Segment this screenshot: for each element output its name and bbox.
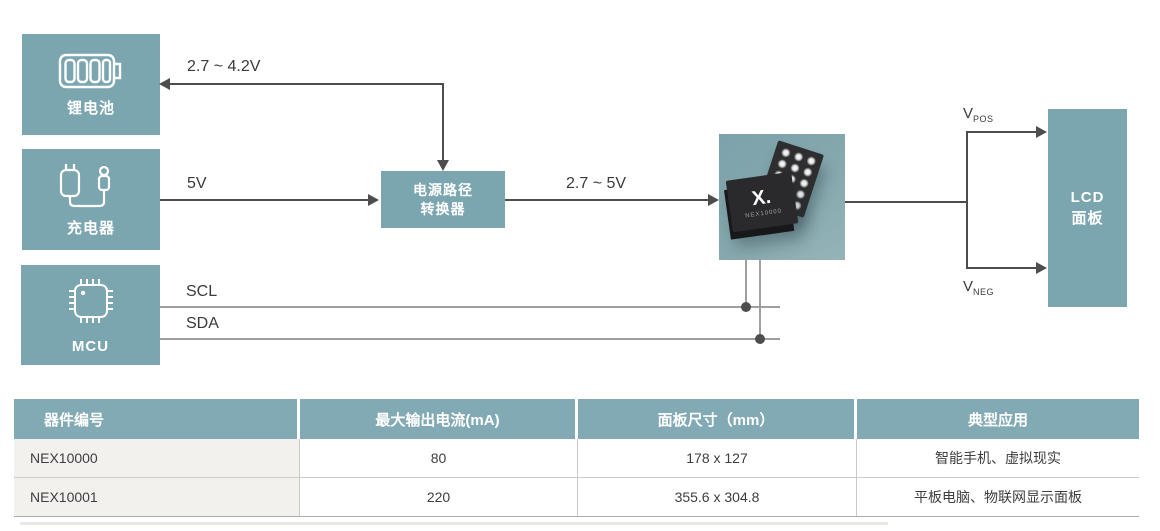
table-row: NEX10001 220 355.6 x 304.8 平板电脑、物联网显示面板 [14,478,1139,517]
vpos-base: V [963,105,974,122]
split-vline [966,131,968,269]
header-panel-size: 面板尺寸（mm） [578,399,857,439]
cell-size: 355.6 x 304.8 [578,478,857,516]
battery-icon [58,52,124,90]
battery-box: 锂电池 [22,34,160,135]
nexperia-chip-photo: X. NEX10000 [719,134,845,260]
lcd-label-line1: LCD [1070,189,1105,206]
converter-label-line2: 转换器 [420,200,466,217]
sda-line [160,338,780,340]
chip-sda-drop-line [759,260,761,340]
charger-rail-label: 5V [187,175,207,192]
vpos-sub: POS [973,114,994,124]
mcu-box: MCU [21,265,160,365]
table-header-row: 器件编号 最大输出电流(mA) 面板尺寸（mm） 典型应用 [14,399,1139,439]
vpos-hline [966,131,1037,133]
cell-current: 220 [300,478,578,516]
chip-scl-drop-line [745,260,747,308]
mcu-label: MCU [71,338,110,356]
chip-out-hline [845,201,967,203]
vneg-arrowhead [1036,262,1047,274]
mcu-chip-icon [64,274,118,328]
vneg-sub: NEG [973,287,995,297]
vneg-label: VNEG [963,278,994,297]
cell-current: 80 [300,439,578,477]
lcd-label-line2: 面板 [1071,210,1104,227]
converter-out-label: 2.7 ~ 5V [566,175,627,192]
sda-label: SDA [186,315,219,332]
spec-table: 器件编号 最大输出电流(mA) 面板尺寸（mm） 典型应用 NEX10000 8… [14,399,1139,517]
battery-rail-vline [442,84,444,162]
converter-label-line1: 电源路径 [413,181,473,198]
header-part-number: 器件编号 [14,399,300,439]
charger-label: 充电器 [66,219,115,237]
battery-rail-arrowhead-left [159,78,170,90]
charger-box: 充电器 [22,149,160,250]
cell-part-number: NEX10000 [14,439,300,477]
chip-package-logo: X. NEX10000 [725,171,799,233]
header-max-output-current: 最大输出电流(mA) [300,399,578,439]
table-row: NEX10000 80 178 x 127 智能手机、虚拟现实 [14,439,1139,478]
charger-rail-arrowhead [368,194,379,206]
charger-icon [52,162,130,210]
power-path-converter-box: 电源路径 转换器 [381,171,505,228]
scl-junction-dot [741,302,751,312]
battery-label: 锂电池 [66,99,115,117]
header-typical-applications: 典型应用 [857,399,1139,439]
scl-label: SCL [186,283,218,300]
charger-rail-hline [160,199,368,201]
cell-size: 178 x 127 [578,439,857,477]
battery-rail-hline [165,83,444,85]
lcd-panel-box: LCD 面板 [1048,109,1127,307]
sda-junction-dot [755,334,765,344]
cell-apps: 智能手机、虚拟现实 [857,439,1139,477]
scl-line [160,306,780,308]
nexperia-x-logo: X. [750,185,773,210]
battery-rail-label: 2.7 ~ 4.2V [187,58,261,75]
vneg-base: V [963,278,974,295]
vpos-label: VPOS [963,105,994,124]
cell-part-number: NEX10001 [14,478,300,516]
vneg-hline [966,267,1037,269]
cropped-bottom-divider [20,522,888,525]
battery-rail-arrowhead-down [437,160,449,171]
converter-out-arrowhead [708,194,719,206]
vpos-arrowhead [1036,126,1047,138]
converter-out-hline [505,199,709,201]
cell-apps: 平板电脑、物联网显示面板 [857,478,1139,516]
chip-part-number: NEX10000 [744,207,783,219]
